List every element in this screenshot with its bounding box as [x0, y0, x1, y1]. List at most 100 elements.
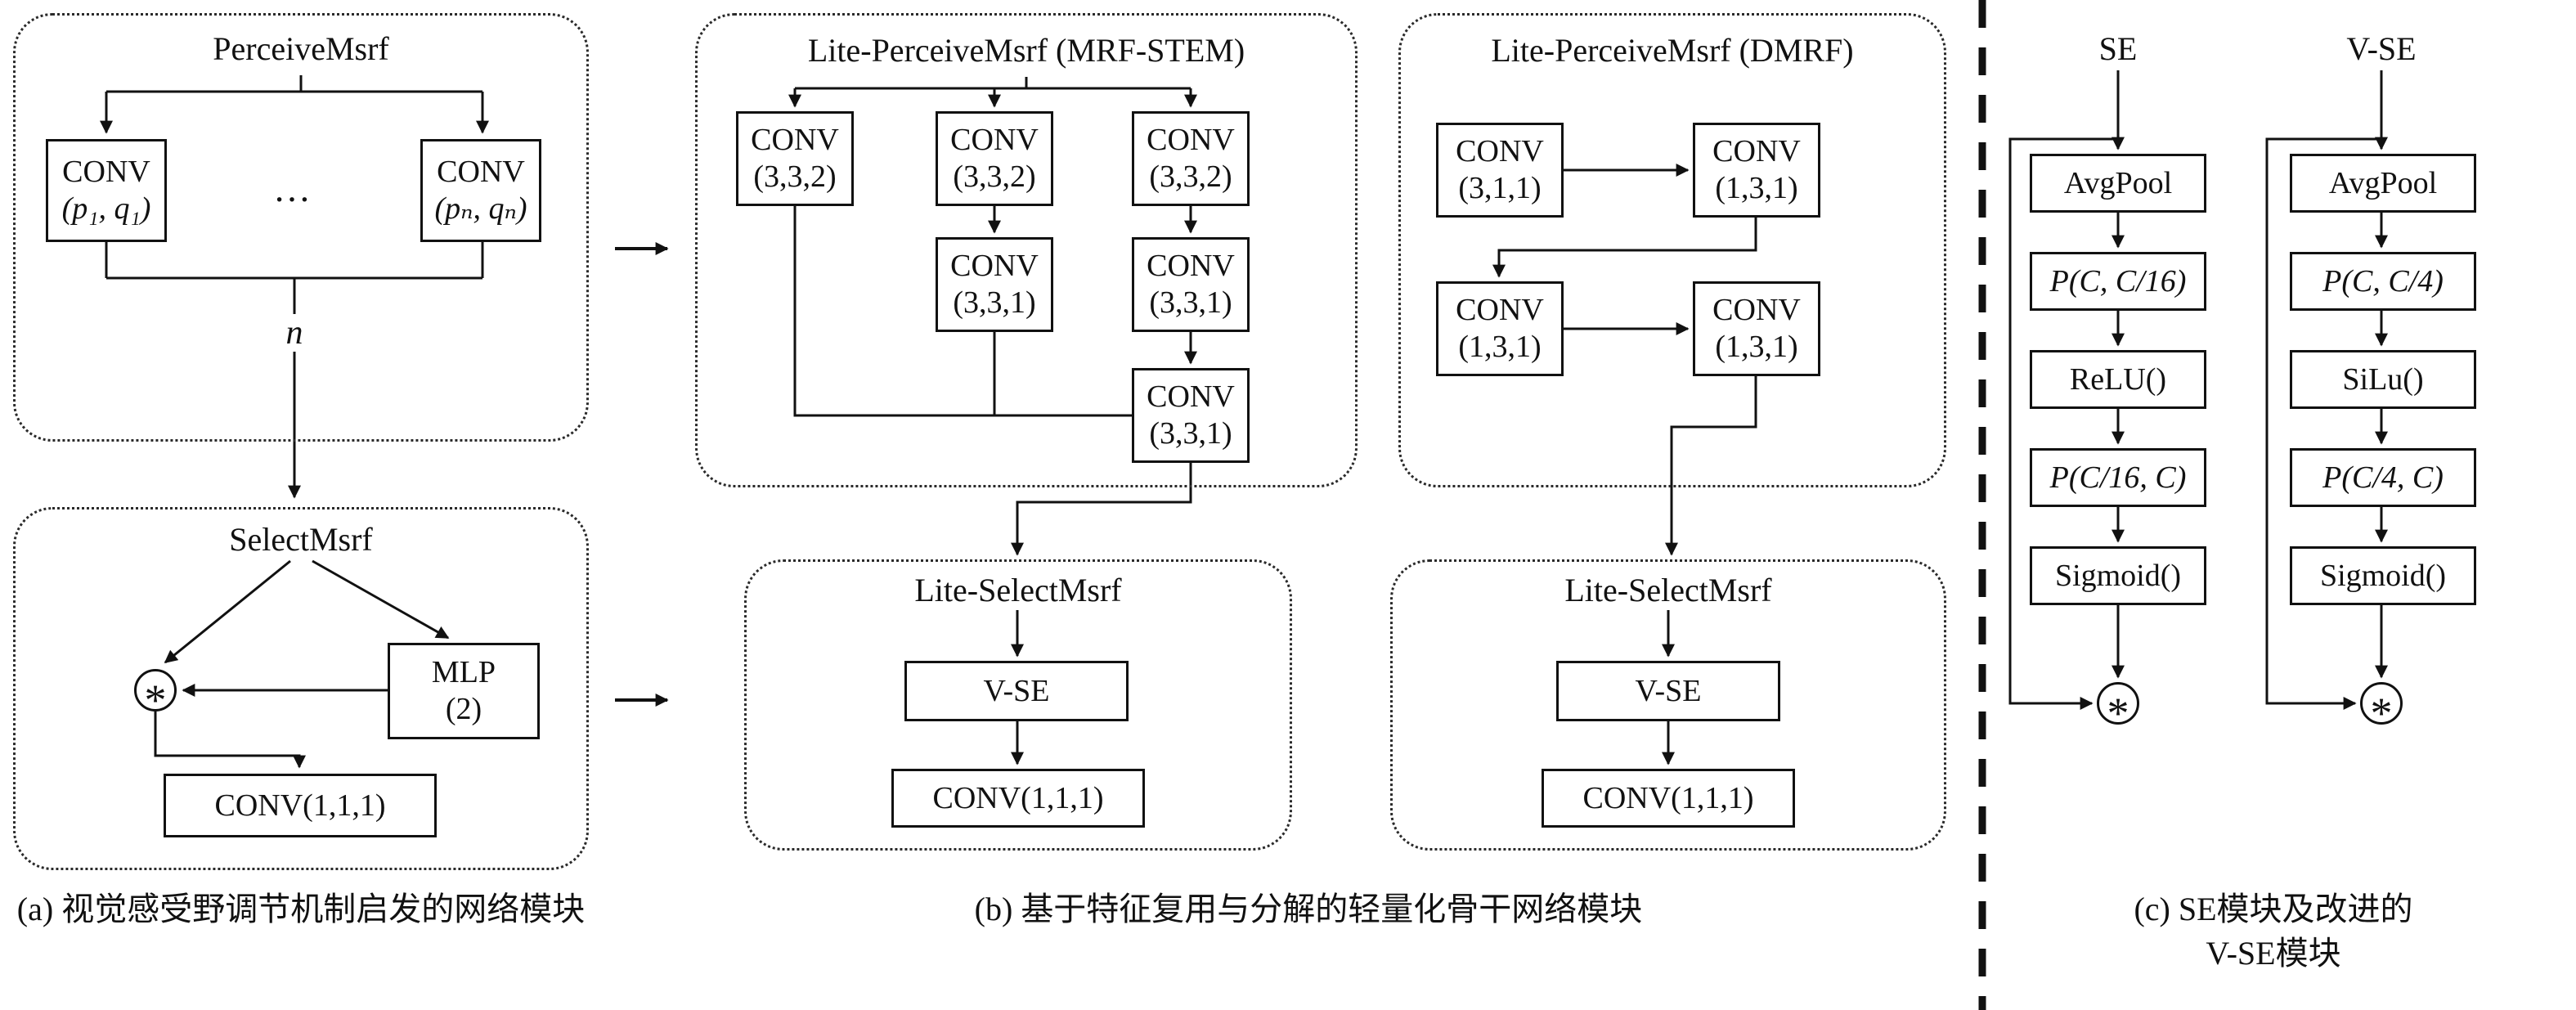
conv-pn-qn-node: CONV (pₙ, qₙ): [420, 139, 541, 242]
conv-label: CONV: [437, 155, 525, 190]
vse-label: V-SE: [1635, 673, 1702, 708]
conv-params: (3,3,2): [953, 159, 1036, 194]
conv111-label: CONV(1,1,1): [932, 780, 1104, 815]
se-fc2-node: P(C/16, C): [2030, 448, 2206, 507]
vse-node-left: V-SE: [904, 661, 1129, 721]
se-sigmoid-node: Sigmoid(): [2030, 546, 2206, 605]
vse-input-label: V-SE: [2346, 30, 2417, 67]
vse-sigmoid-node: Sigmoid(): [2290, 546, 2476, 605]
mlp-node: MLP (2): [388, 643, 540, 739]
conv-label: CONV: [1147, 249, 1235, 284]
mlp-label: MLP: [431, 655, 496, 690]
conv-params: (3,3,1): [953, 285, 1036, 320]
dmrf-conv-b2-node: CONV (1,3,1): [1693, 123, 1820, 218]
conv-label: CONV: [950, 249, 1039, 284]
lite-select-msrf-left-panel: [744, 559, 1292, 851]
mlp-params: (2): [445, 692, 482, 726]
vse-silu-node: SiLu(): [2290, 350, 2476, 409]
conv-params: (1,3,1): [1715, 171, 1798, 205]
dmrf-conv-b4-node: CONV (1,3,1): [1693, 281, 1820, 376]
lite-select-msrf-right-title: Lite-SelectMsrf: [1564, 572, 1772, 608]
caption-b: (b) 基于特征复用与分解的轻量化骨干网络模块: [974, 891, 1643, 927]
vse-label: V-SE: [983, 673, 1050, 708]
conv-label: CONV: [1456, 293, 1544, 328]
conv-label: CONV: [1712, 293, 1801, 328]
conv-params: (1,3,1): [1715, 330, 1798, 364]
arrow-multiply-to-conv111: [154, 711, 306, 769]
caption-c-line1: (c) SE模块及改进的: [2134, 891, 2413, 927]
vse-multiply-op: *: [2360, 682, 2403, 735]
step-label: P(C, C/4): [2322, 263, 2444, 299]
conv111-node-left: CONV(1,1,1): [891, 769, 1145, 828]
perceive-msrf-title: PerceiveMsrf: [213, 30, 389, 67]
lite-perceive-dmrf-title: Lite-PerceiveMsrf (DMRF): [1491, 32, 1854, 69]
conv-params: (p₁, q₁): [61, 191, 151, 226]
conv-label: CONV: [1147, 379, 1235, 415]
conv-params: (3,3,2): [753, 159, 837, 194]
conv-label: CONV: [950, 123, 1039, 158]
select-msrf-panel: [13, 507, 589, 870]
arrow-select-to-multiply: [164, 559, 291, 664]
dmrf-conv-b1-node: CONV (3,1,1): [1436, 123, 1564, 218]
step-label: AvgPool: [2328, 165, 2438, 200]
arrow-dmrf-to-select: [1665, 376, 1757, 556]
select-msrf-title: SelectMsrf: [229, 521, 373, 558]
se-multiply-op: *: [2097, 682, 2139, 735]
se-input-label: SE: [2098, 30, 2138, 67]
conv111-label: CONV(1,1,1): [214, 788, 386, 823]
step-label: AvgPool: [2063, 165, 2173, 200]
step-label: ReLU(): [2069, 361, 2167, 397]
step-label: P(C/16, C): [2049, 460, 2187, 495]
dmrf-conv-b3-node: CONV (1,3,1): [1436, 281, 1564, 376]
conv-params: (3,1,1): [1458, 171, 1542, 205]
step-label: SiLu(): [2342, 361, 2424, 397]
mrf-conv-r2c3-node: CONV (3,3,1): [1132, 237, 1250, 332]
mrf-conv-r1c3-node: CONV (3,3,2): [1132, 111, 1250, 206]
conv111-node-a: CONV(1,1,1): [164, 774, 437, 837]
conv-label: CONV: [62, 155, 150, 190]
step-label: Sigmoid(): [2054, 558, 2182, 593]
conv-params: (3,3,1): [1149, 416, 1232, 451]
conv111-node-right: CONV(1,1,1): [1542, 769, 1795, 828]
mrf-conv-r2c2-node: CONV (3,3,1): [936, 237, 1053, 332]
wire-vse-skip: [2265, 137, 2381, 710]
se-avgpool-node: AvgPool: [2030, 154, 2206, 213]
vse-fc2-node: P(C/4, C): [2290, 448, 2476, 507]
conv-params: (pₙ, qₙ): [434, 191, 527, 226]
arrow-dmrf-b2-b3: [1492, 218, 1757, 278]
n-count-label: n: [272, 314, 317, 352]
vse-node-right: V-SE: [1556, 661, 1780, 721]
wire-mrf-left-reuse: [793, 206, 1132, 417]
arrow-mrf-to-select: [1011, 463, 1192, 556]
caption-c-line2: V-SE模块: [2206, 935, 2341, 972]
conv-params: (1,3,1): [1458, 330, 1542, 364]
lite-perceive-mrf-stem-panel: [695, 13, 1358, 487]
lite-select-msrf-right-panel: [1390, 559, 1946, 851]
lite-select-msrf-left-title: Lite-SelectMsrf: [914, 572, 1122, 608]
step-label: P(C/4, C): [2322, 460, 2444, 495]
step-label: Sigmoid(): [2319, 558, 2447, 593]
conv-label: CONV: [751, 123, 839, 158]
multiply-op-a: *: [134, 669, 177, 722]
ellipsis: …: [273, 168, 314, 209]
mrf-conv-r1c1-node: CONV (3,3,2): [736, 111, 854, 206]
wire-perceive-split: [106, 75, 482, 93]
conv-label: CONV: [1147, 123, 1235, 158]
wire-mrf-split: [795, 77, 1191, 90]
lite-perceive-dmrf-panel: [1398, 13, 1946, 487]
se-fc1-node: P(C, C/16): [2030, 252, 2206, 311]
wire-se-skip: [2008, 137, 2118, 710]
step-label: P(C, C/16): [2049, 263, 2187, 299]
perceive-msrf-panel: [13, 13, 589, 442]
mrf-conv-r1c2-node: CONV (3,3,2): [936, 111, 1053, 206]
conv-params: (3,3,2): [1149, 159, 1232, 194]
conv-p1-q1-node: CONV (p₁, q₁): [46, 139, 167, 242]
conv-label: CONV: [1456, 134, 1544, 169]
conv111-label: CONV(1,1,1): [1582, 780, 1754, 815]
vse-fc1-node: P(C, C/4): [2290, 252, 2476, 311]
conv-label: CONV: [1712, 134, 1801, 169]
mrf-conv-r3c3-node: CONV (3,3,1): [1132, 368, 1250, 463]
lite-perceive-mrf-stem-title: Lite-PerceiveMsrf (MRF-STEM): [807, 32, 1245, 69]
